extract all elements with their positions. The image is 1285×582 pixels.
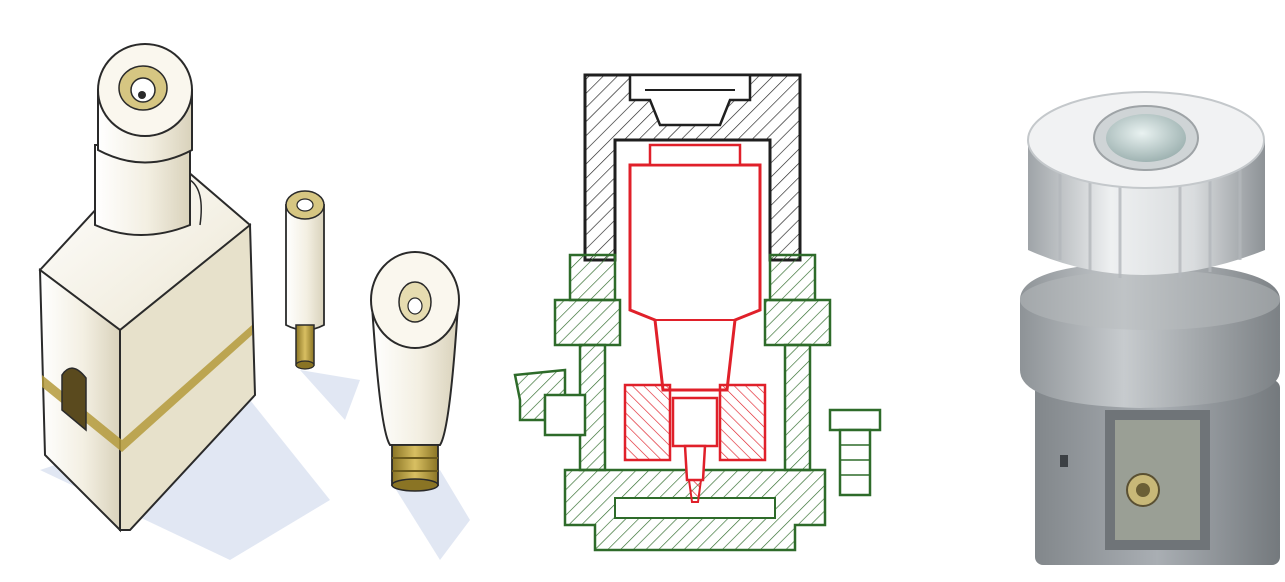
large-fuse-cartridge-illustration (370, 251, 460, 492)
fuse-base-section (513, 253, 882, 552)
fuse-base-illustration (38, 43, 257, 533)
fuse-sketch-drawing (38, 43, 470, 560)
small-fuse-cartridge-illustration (285, 190, 325, 370)
fuse-holder-photo (1020, 91, 1280, 565)
section-panel (495, 0, 915, 582)
fuse-cartridge-section (623, 143, 767, 503)
fuse-holder-screw-cap (1027, 91, 1265, 278)
sketch-panel (0, 0, 470, 582)
sketch-shadows (40, 370, 470, 560)
fuse-cross-section-drawing (513, 73, 882, 552)
fuse-holder-base (1035, 380, 1280, 565)
photo-panel (990, 0, 1285, 582)
fuse-holder-ring (1020, 262, 1280, 408)
